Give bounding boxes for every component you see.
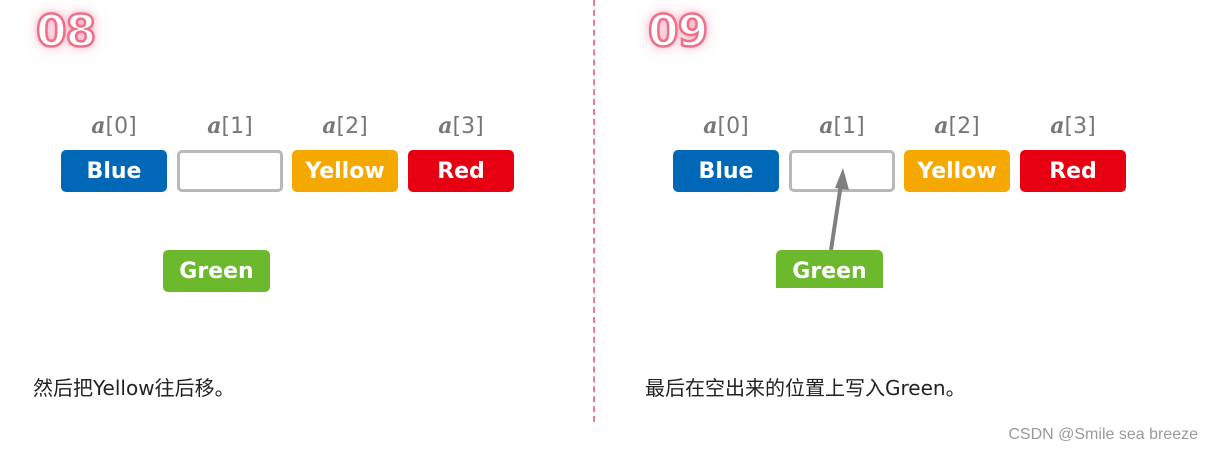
watermark: CSDN @Smile sea breeze — [1008, 426, 1198, 443]
array-index-1: a[1] — [207, 113, 253, 139]
step-caption: 然后把Yellow往后移。 — [33, 376, 235, 400]
array-cell-red: Red — [408, 150, 514, 192]
array-cell-empty — [177, 150, 283, 192]
array-index-0: a[0] — [703, 113, 749, 139]
array-index-1: a[1] — [819, 113, 865, 139]
pending-element-green: Green — [776, 250, 883, 288]
step-number: 09 — [647, 5, 710, 59]
step-caption: 最后在空出来的位置上写入Green。 — [645, 376, 966, 400]
panel-divider — [593, 0, 595, 422]
array-index-3: a[3] — [438, 113, 484, 139]
array-index-0: a[0] — [91, 113, 137, 139]
array-index-3: a[3] — [1050, 113, 1096, 139]
step-number: 08 — [35, 5, 98, 59]
array-cell-blue: Blue — [673, 150, 779, 192]
array-index-2: a[2] — [322, 113, 368, 139]
array-cell-blue: Blue — [61, 150, 167, 192]
array-cell-red: Red — [1020, 150, 1126, 192]
step-08-panel: 08 a[0] a[1] a[2] a[3] Blue Yellow Red G… — [0, 0, 590, 453]
array-cell-yellow: Yellow — [904, 150, 1010, 192]
array-index-2: a[2] — [934, 113, 980, 139]
pending-element-green: Green — [163, 250, 270, 292]
array-cell-yellow: Yellow — [292, 150, 398, 192]
